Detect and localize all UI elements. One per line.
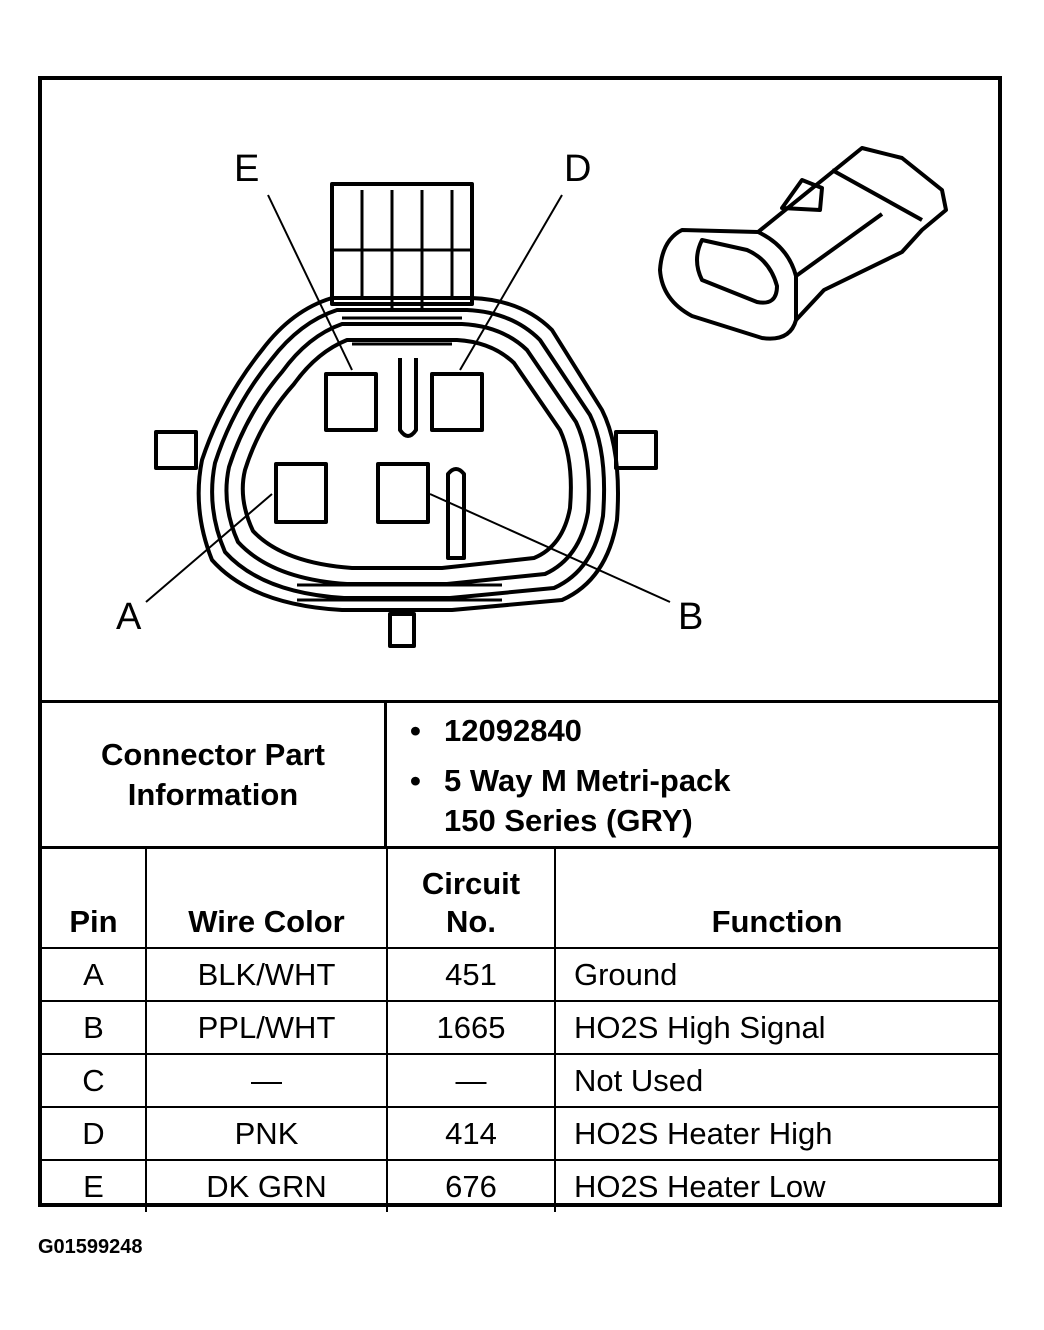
cell-pin: A (42, 947, 147, 1002)
table-row: B PPL/WHT 1665 HO2S High Signal (42, 1000, 998, 1055)
header-pin: Pin (42, 846, 147, 949)
pin-label-b: B (678, 596, 704, 638)
pin-label-a: A (116, 596, 142, 638)
cell-wire-color: DK GRN (145, 1159, 388, 1212)
cell-wire-color: BLK/WHT (145, 947, 388, 1002)
pin-table-header: Pin Wire Color Circuit No. Function (42, 846, 998, 949)
connector-face-drawing (145, 146, 948, 648)
header-circuit-no: Circuit No. (386, 846, 556, 949)
cell-circuit: — (386, 1053, 556, 1108)
cell-pin: C (42, 1053, 147, 1108)
cell-function: HO2S Heater High (554, 1106, 998, 1161)
pin-label-d: D (564, 148, 592, 190)
cell-function: HO2S High Signal (554, 1000, 998, 1055)
cell-pin: B (42, 1000, 147, 1055)
pin-table: Pin Wire Color Circuit No. Function A BL… (42, 846, 998, 1212)
cell-wire-color: PPL/WHT (145, 1000, 388, 1055)
cell-circuit: 676 (386, 1159, 556, 1212)
cell-wire-color: — (145, 1053, 388, 1108)
header-function: Function (554, 846, 998, 949)
connector-figure-frame: E D A B Connector Part Information • 120… (38, 76, 1002, 1212)
part-number-item: • 12092840 (402, 711, 784, 751)
table-row: A BLK/WHT 451 Ground (42, 947, 998, 1002)
cell-circuit: 451 (386, 947, 556, 1002)
table-row: E DK GRN 676 HO2S Heater Low (42, 1159, 998, 1212)
cell-pin: E (42, 1159, 147, 1212)
table-row: C — — Not Used (42, 1053, 998, 1108)
figure-id: G01599248 (38, 1236, 143, 1258)
header-wire-color: Wire Color (145, 846, 388, 949)
cell-function: HO2S Heater Low (554, 1159, 998, 1212)
cell-function: Ground (554, 947, 998, 1002)
connector-type-item: • 5 Way M Metri-pack 150 Series (GRY) (410, 763, 731, 838)
connector-iso-drawing (658, 146, 948, 341)
cell-circuit: 414 (386, 1106, 556, 1161)
cell-wire-color: PNK (145, 1106, 388, 1161)
bullet-icon: • (410, 713, 421, 748)
cell-pin: D (42, 1106, 147, 1161)
bullet-icon: • (410, 763, 421, 798)
connector-part-info-label: Connector Part Information (42, 703, 387, 846)
table-row: D PNK 414 HO2S Heater High (42, 1106, 998, 1161)
pin-label-e: E (234, 148, 260, 190)
connector-diagram: E D A B (42, 80, 998, 700)
cell-function: Not Used (554, 1053, 998, 1108)
connector-part-info-list: • 12092840 • 5 Way M Metri-pack 150 Seri… (402, 711, 784, 851)
cell-circuit: 1665 (386, 1000, 556, 1055)
connector-part-info: Connector Part Information • 12092840 • … (42, 700, 998, 846)
